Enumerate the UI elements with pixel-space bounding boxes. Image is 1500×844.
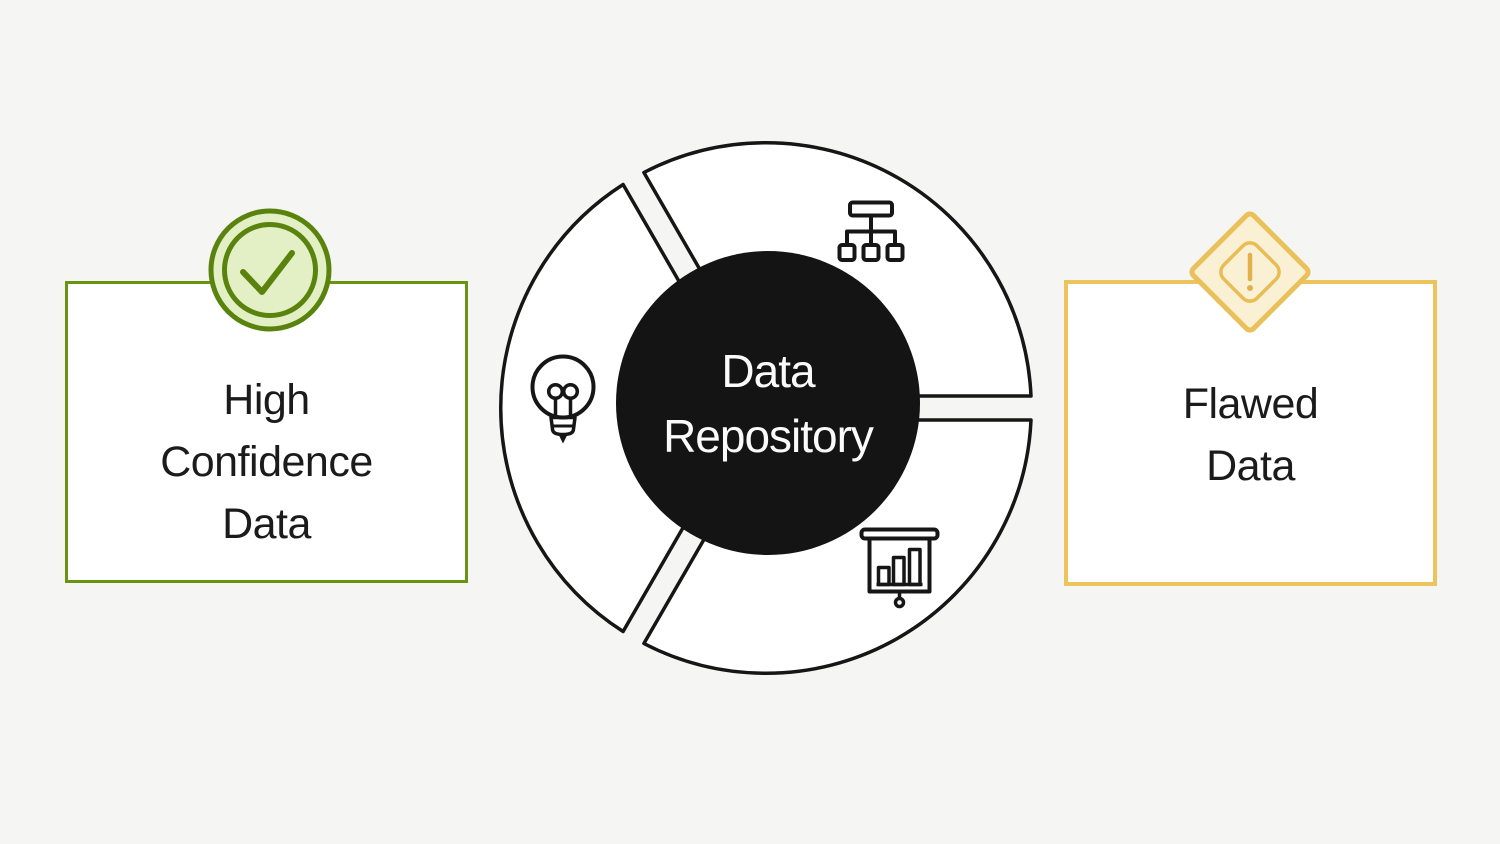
warning-badge-inner-diamond [1219,241,1281,303]
lightbulb-icon [530,354,596,444]
check-badge-outer-circle [208,208,332,332]
center-circle [616,251,920,555]
high-confidence-label: High Confidence Data [160,376,373,548]
check-icon [240,250,295,295]
check-badge [208,208,332,332]
flawed-data-label: Flawed Data [1182,380,1319,490]
center-title-line1: Data [721,345,816,397]
presentation-chart-icon [859,527,940,609]
warning-icon [1247,252,1253,291]
center-title-line2: Repository [663,410,874,462]
org-chart-icon [837,200,905,262]
check-badge-inner-circle [222,222,318,318]
warning-badge [1189,211,1311,333]
